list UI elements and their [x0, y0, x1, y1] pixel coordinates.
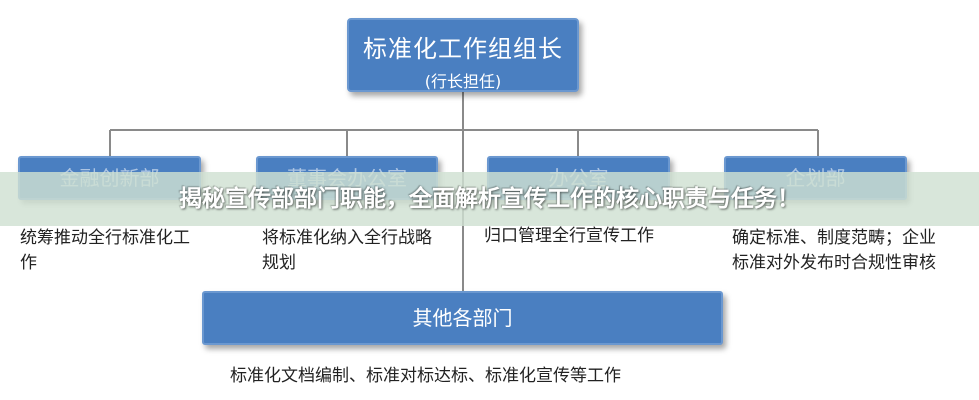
leader-title: 标准化工作组组长 — [363, 35, 563, 63]
dept-desc-jinrong: 统筹推动全行标准化工作 — [20, 228, 190, 273]
dept-desc-dongshi: 将标准化纳入全行战略规划 — [262, 228, 432, 273]
other-depts-desc: 标准化文档编制、标准对标达标、标准化宣传等工作 — [230, 366, 621, 386]
other-depts-label: 其他各部门 — [412, 306, 513, 330]
leader-box: 标准化工作组组长 (行长担任) — [347, 18, 579, 92]
leader-subtitle: (行长担任) — [424, 72, 502, 91]
dept-desc-qiguan: 确定标准、制度范畴；企业标准对外发布时合规性审核 — [732, 228, 936, 273]
banner-title: 揭秘宣传部部门职能，全面解析宣传工作的核心职责与任务！ — [179, 186, 800, 212]
dept-desc-bangong: 归口管理全行宣传工作 — [484, 226, 654, 246]
other-depts-box: 其他各部门 — [202, 291, 723, 345]
title-banner: 揭秘宣传部部门职能，全面解析宣传工作的核心职责与任务！ — [0, 172, 979, 226]
